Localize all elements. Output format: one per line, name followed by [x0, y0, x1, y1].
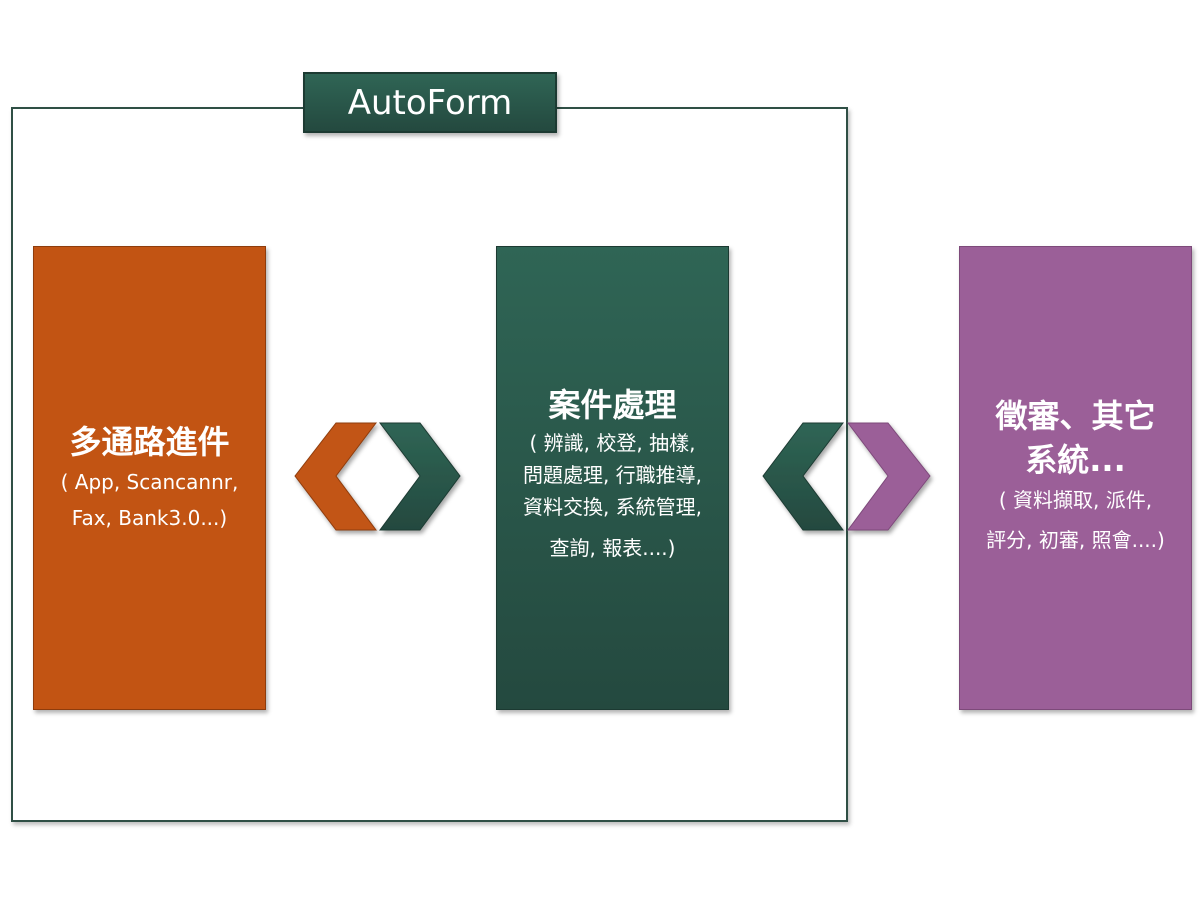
external-heading-2: 系統... [1025, 441, 1126, 479]
chevron-left-green-icon [762, 422, 845, 531]
external-systems-box: 徵審、其它 系統... ( 資料擷取, 派件, 評分, 初審, 照會....) [959, 246, 1192, 710]
autoform-title: AutoForm [303, 72, 557, 133]
external-detail-1: ( 資料擷取, 派件, [998, 488, 1153, 512]
process-detail-2: 問題處理, 行職推導, [522, 463, 703, 487]
process-detail-1: ( 辨識, 校登, 抽樣, [529, 431, 696, 455]
external-detail-2: 評分, 初審, 照會....) [986, 528, 1165, 552]
chevron-right-purple-icon [846, 422, 931, 531]
multichannel-input-box: 多通路進件 ( App, Scancannr, Fax, Bank3.0...) [33, 246, 266, 710]
case-processing-box: 案件處理 ( 辨識, 校登, 抽樣, 問題處理, 行職推導, 資料交換, 系統管… [496, 246, 729, 710]
input-detail-2: Fax, Bank3.0...) [71, 506, 228, 530]
process-heading: 案件處理 [548, 386, 677, 424]
external-heading-1: 徵審、其它 [995, 397, 1156, 435]
input-heading: 多通路進件 [69, 423, 230, 461]
chevron-right-green-icon [378, 422, 461, 531]
input-detail-1: ( App, Scancannr, [60, 470, 239, 494]
process-detail-4: 查詢, 報表....) [549, 536, 676, 560]
process-detail-3: 資料交換, 系統管理, [522, 495, 703, 519]
chevron-left-orange-icon [294, 422, 378, 531]
